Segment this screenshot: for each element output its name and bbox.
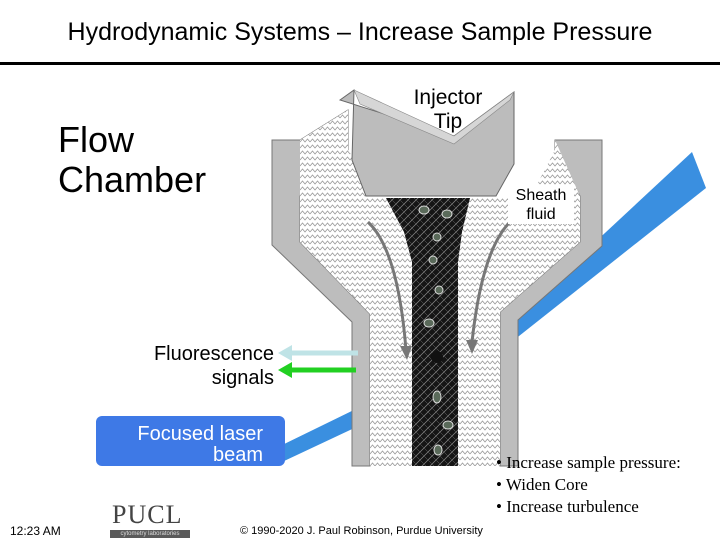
sheath-arrowhead-right bbox=[466, 340, 478, 354]
fluorescence-signals-label: Fluorescence signals bbox=[122, 342, 274, 390]
flow-chamber-label: Flow Chamber bbox=[58, 120, 206, 200]
bullet-list: • Increase sample pressure: • Widen Core… bbox=[496, 452, 681, 518]
logo-letters: PUCL bbox=[112, 500, 183, 529]
cell-3 bbox=[432, 232, 442, 242]
slide-title: Hydrodynamic Systems – Increase Sample P… bbox=[67, 18, 653, 46]
flow-chamber-line-1: Flow bbox=[58, 119, 135, 160]
cell-6 bbox=[423, 318, 435, 328]
title-divider bbox=[0, 62, 720, 65]
footer-copyright: © 1990-2020 J. Paul Robinson, Purdue Uni… bbox=[240, 525, 483, 537]
focused-laser-label: Focused laser beam bbox=[96, 416, 285, 466]
bullet-item: • Widen Core bbox=[496, 475, 588, 494]
laser-label-line-1: Focused laser bbox=[137, 423, 263, 445]
cell-8 bbox=[442, 420, 454, 430]
sheath-arrow-left bbox=[366, 220, 408, 351]
bullet-item: • Increase turbulence bbox=[496, 497, 639, 516]
cell-9 bbox=[433, 444, 443, 456]
laser-label-line-2: beam bbox=[212, 444, 263, 466]
cell-7 bbox=[432, 390, 442, 404]
fluorescence-arrowhead-light bbox=[278, 345, 292, 361]
flow-chamber-line-2: Chamber bbox=[58, 159, 207, 200]
cell-interrogated bbox=[431, 351, 443, 363]
footer-time: 12:23 AM bbox=[10, 524, 61, 538]
cell-5 bbox=[434, 285, 444, 295]
injector-tip-notch bbox=[353, 89, 515, 145]
sample-core-stream bbox=[386, 198, 470, 466]
sheath-arrowhead-left bbox=[400, 346, 412, 360]
cell-4 bbox=[428, 255, 438, 265]
laser-beam-upper bbox=[505, 152, 706, 340]
pucl-logo: PUCL cytometry laboratories bbox=[108, 500, 192, 540]
fluorescence-arrowhead-green bbox=[278, 362, 292, 378]
sheath-fluid-label: Sheath fluid bbox=[508, 186, 574, 224]
cell-2 bbox=[441, 209, 453, 219]
bullet-item: • Increase sample pressure: bbox=[496, 453, 681, 472]
cell-1 bbox=[418, 205, 430, 215]
sheath-arrow-right bbox=[470, 220, 512, 343]
sheath-label-line-2: fluid bbox=[526, 206, 556, 223]
fluorescence-label-line-1: Fluorescence bbox=[153, 343, 274, 365]
injector-label-line-1: Injector bbox=[413, 86, 483, 109]
logo-subtext: cytometry laboratories bbox=[110, 530, 190, 538]
sheath-label-line-1: Sheath bbox=[515, 187, 567, 204]
fluorescence-label-line-2: signals bbox=[211, 367, 274, 389]
injector-tip-label: Injector Tip bbox=[400, 86, 496, 134]
injector-label-line-2: Tip bbox=[433, 110, 463, 133]
